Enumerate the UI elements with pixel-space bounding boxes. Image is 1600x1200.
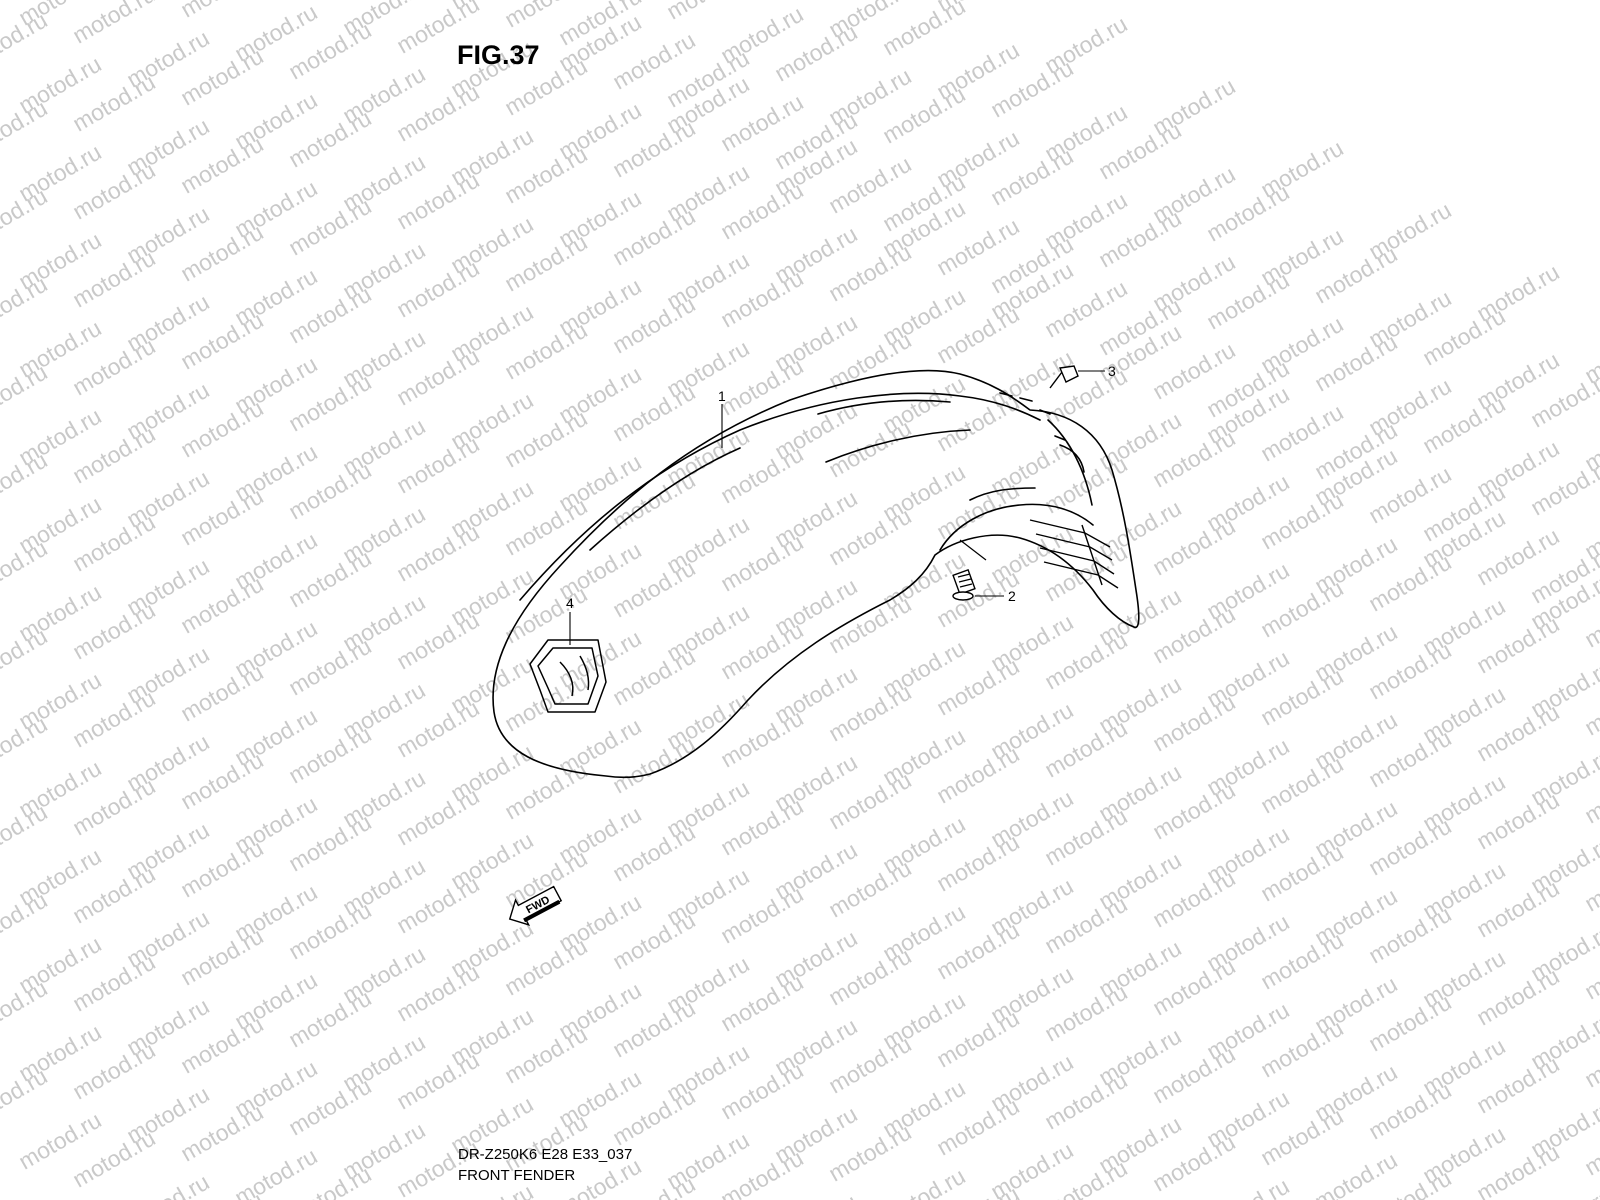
figure-title: FIG.37	[457, 40, 540, 70]
clip-nut	[1049, 365, 1079, 389]
front-fender	[492, 369, 1140, 779]
callout-3: 3	[1108, 363, 1116, 379]
fwd-direction-arrow: FWD	[508, 885, 563, 926]
leader-lines	[569, 370, 1105, 645]
callout-4: 4	[566, 595, 574, 611]
part-group-name: FRONT FENDER	[458, 1167, 576, 1184]
emblem-decal	[529, 639, 607, 713]
bolt	[952, 539, 987, 601]
callout-1: 1	[718, 388, 726, 404]
drawing-code: DR-Z250K6 E28 E33_037	[458, 1146, 633, 1163]
callout-2: 2	[1008, 588, 1016, 604]
fender-vent-louvres	[1029, 519, 1119, 589]
